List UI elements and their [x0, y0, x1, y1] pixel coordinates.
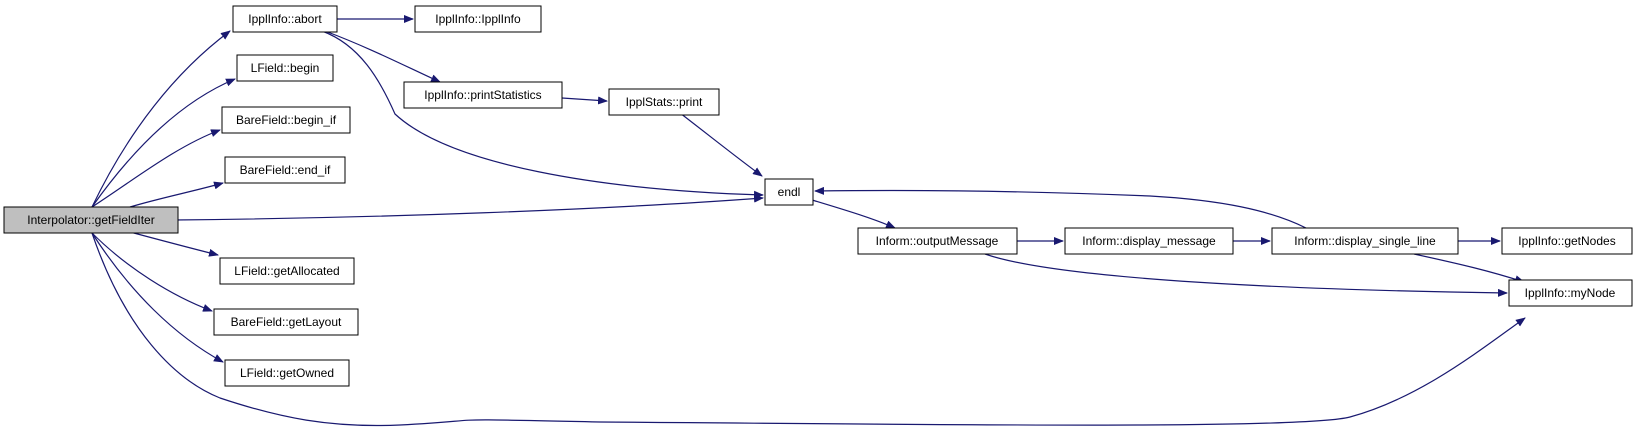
node-ipplinfo-abort-label: IpplInfo::abort: [248, 12, 322, 26]
node-barefield-begin-if-label: BareField::begin_if: [236, 113, 337, 127]
edge-getfielditer-to-lfield-begin: [91, 78, 236, 208]
edge-display-single-line-to-mynode: [1413, 253, 1525, 284]
node-inform-display-single-line[interactable]: Inform::display_single_line: [1271, 227, 1459, 255]
node-ipplinfo-mynode-box: [1508, 279, 1633, 307]
edges-layer: [91, 15, 1526, 427]
node-lfield-begin-box: [236, 54, 334, 82]
node-inform-display-message-label: Inform::display_message: [1082, 234, 1216, 248]
node-ipplinfo-abort[interactable]: IpplInfo::abort: [232, 5, 338, 33]
node-ipplinfo-getnodes[interactable]: IpplInfo::getNodes: [1501, 227, 1633, 255]
node-inform-outputmessage-label: Inform::outputMessage: [876, 234, 999, 248]
edge-display-single-line-to-endl: [814, 186, 1307, 229]
node-endl-box: [764, 178, 814, 206]
node-ipplstats-print[interactable]: IpplStats::print: [608, 88, 720, 116]
node-barefield-getlayout[interactable]: BareField::getLayout: [213, 308, 359, 336]
node-lfield-begin[interactable]: LField::begin: [236, 54, 334, 82]
edge-getfielditer-to-end-if: [129, 181, 224, 208]
node-lfield-getallocated[interactable]: LField::getAllocated: [219, 257, 355, 285]
nodes-layer: Interpolator::getFieldIter IpplInfo::abo…: [3, 5, 1633, 387]
node-endl-label: endl: [778, 185, 801, 199]
node-endl[interactable]: endl: [764, 178, 814, 206]
node-lfield-getowned-label: LField::getOwned: [240, 366, 334, 380]
edge-getfielditer-to-getallocated: [129, 231, 219, 257]
node-barefield-end-if[interactable]: BareField::end_if: [224, 156, 346, 184]
node-barefield-begin-if-box: [221, 106, 351, 134]
node-ipplstats-print-box: [608, 88, 720, 116]
edge-getfielditer-to-endl: [173, 194, 764, 221]
edge-printstatistics-to-ipplstats: [561, 96, 608, 105]
edge-getfielditer-to-getowned: [91, 232, 224, 363]
node-inform-outputmessage[interactable]: Inform::outputMessage: [857, 227, 1018, 255]
node-lfield-begin-label: LField::begin: [251, 61, 320, 75]
node-barefield-end-if-box: [224, 156, 346, 184]
node-ipplinfo-printstatistics-label: IpplInfo::printStatistics: [424, 88, 541, 102]
node-inform-outputmessage-box: [857, 227, 1018, 255]
node-ipplinfo-mynode[interactable]: IpplInfo::myNode: [1508, 279, 1633, 307]
node-interpolator-getfielditer-label: Interpolator::getFieldIter: [27, 213, 154, 227]
node-inform-display-single-line-label: Inform::display_single_line: [1294, 234, 1436, 248]
node-ipplinfo-ipplinfo-box: [414, 5, 542, 33]
node-ipplinfo-ipplinfo[interactable]: IpplInfo::IpplInfo: [414, 5, 542, 33]
node-interpolator-getfielditer[interactable]: Interpolator::getFieldIter: [3, 206, 179, 234]
node-inform-display-message-box: [1064, 227, 1234, 255]
node-ipplinfo-printstatistics-box: [403, 81, 563, 109]
node-ipplinfo-ipplinfo-label: IpplInfo::IpplInfo: [435, 12, 521, 26]
edge-getfielditer-to-getlayout: [91, 232, 213, 312]
node-inform-display-single-line-box: [1271, 227, 1459, 255]
node-ipplinfo-printstatistics[interactable]: IpplInfo::printStatistics: [403, 81, 563, 109]
node-interpolator-getfielditer-box: [3, 206, 179, 234]
edge-getfielditer-to-abort: [91, 30, 231, 208]
edge-ipplstats-to-endl: [679, 112, 763, 177]
node-ipplstats-print-label: IpplStats::print: [626, 95, 703, 109]
node-barefield-getlayout-label: BareField::getLayout: [231, 315, 342, 329]
edge-outputmessage-to-mynode: [984, 253, 1508, 297]
node-ipplinfo-getnodes-box: [1501, 227, 1633, 255]
node-lfield-getowned[interactable]: LField::getOwned: [224, 359, 350, 387]
node-ipplinfo-getnodes-label: IpplInfo::getNodes: [1518, 234, 1615, 248]
node-inform-display-message[interactable]: Inform::display_message: [1064, 227, 1234, 255]
edge-getfielditer-to-begin-if: [91, 129, 221, 208]
node-lfield-getowned-box: [224, 359, 350, 387]
node-barefield-getlayout-box: [213, 308, 359, 336]
edge-abort-to-endl: [321, 30, 764, 199]
edge-endl-to-outputmessage: [811, 199, 896, 229]
edge-getfielditer-to-mynode: [91, 232, 1526, 427]
node-lfield-getallocated-box: [219, 257, 355, 285]
node-ipplinfo-mynode-label: IpplInfo::myNode: [1525, 286, 1616, 300]
node-barefield-end-if-label: BareField::end_if: [240, 163, 331, 177]
node-lfield-getallocated-label: LField::getAllocated: [234, 264, 339, 278]
node-barefield-begin-if[interactable]: BareField::begin_if: [221, 106, 351, 134]
edge-abort-to-printstatistics: [324, 30, 441, 83]
node-ipplinfo-abort-box: [232, 5, 338, 33]
